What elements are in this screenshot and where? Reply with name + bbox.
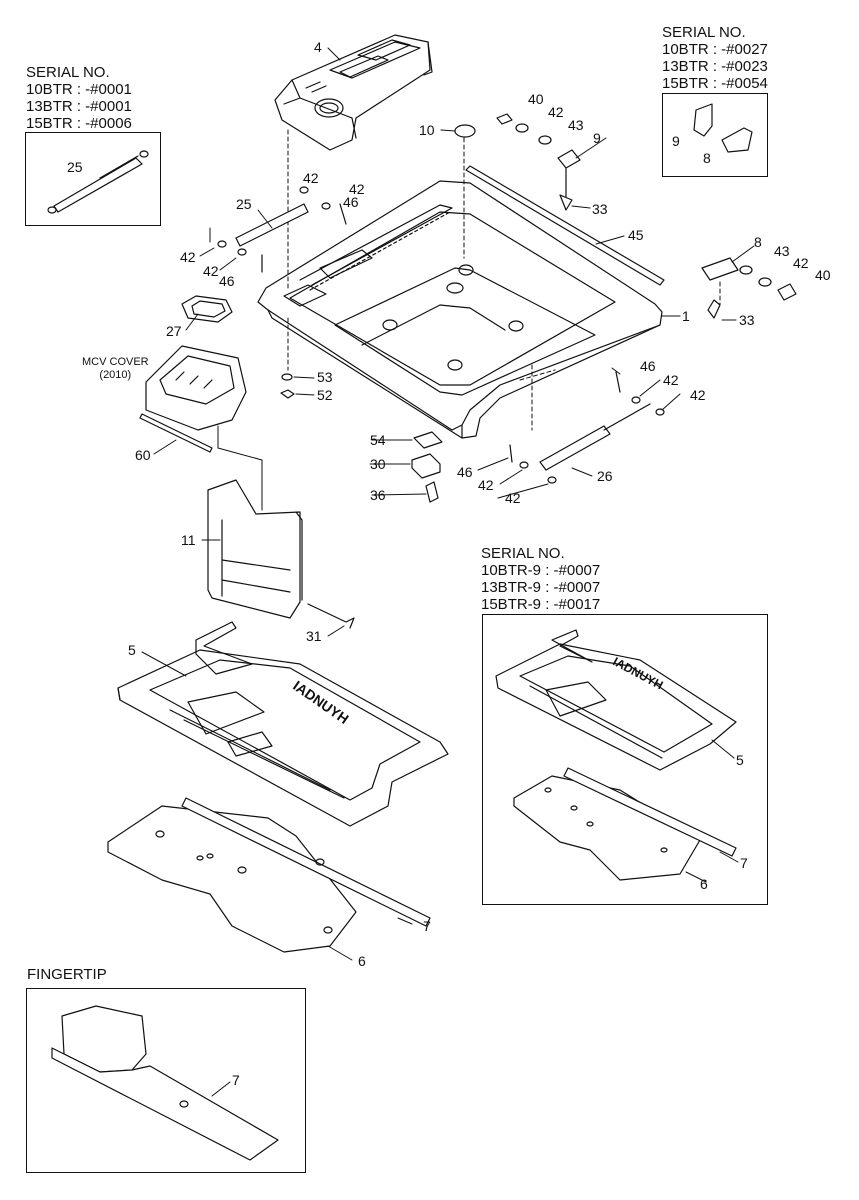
callout-7: 7 bbox=[740, 855, 748, 871]
callout-54: 54 bbox=[370, 432, 386, 448]
variant-sheet-part bbox=[513, 767, 737, 881]
callout-43: 43 bbox=[568, 117, 584, 133]
callout-53: 53 bbox=[317, 369, 333, 385]
callout-46: 46 bbox=[343, 194, 359, 210]
gas-spring-detail bbox=[47, 150, 149, 214]
serial-line: 15BTR : -#0054 bbox=[662, 75, 768, 92]
callout-30: 30 bbox=[370, 456, 386, 472]
serial-line: 13BTR : -#0023 bbox=[662, 58, 768, 75]
callout-8: 8 bbox=[703, 150, 711, 166]
fingertip-detail-parts bbox=[51, 1005, 279, 1161]
serial-line: 15BTR : -#0006 bbox=[26, 115, 132, 132]
callout-46: 46 bbox=[457, 464, 473, 480]
callout-8: 8 bbox=[754, 234, 762, 250]
callout-40: 40 bbox=[528, 91, 544, 107]
callout-27: 27 bbox=[166, 323, 182, 339]
serial-line: 15BTR-9 : -#0017 bbox=[481, 596, 601, 613]
callout-60: 60 bbox=[135, 447, 151, 463]
mcv-cover-label: MCV COVER (2010) bbox=[82, 356, 149, 382]
mcv-cover-part bbox=[145, 345, 247, 431]
grommet-part bbox=[181, 295, 233, 323]
serial-line: 13BTR : -#0001 bbox=[26, 98, 132, 115]
plate-part bbox=[413, 431, 443, 449]
floor-plate-part bbox=[257, 180, 663, 439]
callout-7: 7 bbox=[423, 918, 431, 934]
callout-52: 52 bbox=[317, 387, 333, 403]
callout-42: 42 bbox=[548, 104, 564, 120]
callout-leaders bbox=[141, 47, 755, 1097]
callout-36: 36 bbox=[370, 487, 386, 503]
bracket-detail-parts bbox=[693, 103, 753, 153]
callout-4: 4 bbox=[314, 39, 322, 55]
cover-panel-part bbox=[207, 479, 303, 619]
callout-25: 25 bbox=[236, 196, 252, 212]
cap-part bbox=[454, 124, 476, 138]
gas-spring-left bbox=[217, 186, 347, 273]
callout-6: 6 bbox=[700, 876, 708, 892]
callout-10: 10 bbox=[419, 122, 435, 138]
callout-43: 43 bbox=[774, 243, 790, 259]
dashboard-cover-part bbox=[274, 34, 433, 151]
callout-9: 9 bbox=[672, 133, 680, 149]
nut-part bbox=[280, 389, 295, 399]
callout-6: 6 bbox=[358, 953, 366, 969]
callout-1: 1 bbox=[682, 308, 690, 324]
strip-part bbox=[139, 413, 213, 453]
serial-block-right: SERIAL NO. 10BTR : -#0027 13BTR : -#0023… bbox=[662, 24, 768, 92]
serial-title: SERIAL NO. bbox=[662, 24, 746, 41]
callout-31: 31 bbox=[306, 628, 322, 644]
serial-line: 13BTR-9 : -#0007 bbox=[481, 579, 601, 596]
callout-45: 45 bbox=[628, 227, 644, 243]
callout-42: 42 bbox=[349, 181, 365, 197]
washer-part bbox=[281, 373, 293, 381]
callout-42: 42 bbox=[690, 387, 706, 403]
leader-connectors bbox=[209, 227, 263, 511]
serial-title: SERIAL NO. bbox=[26, 64, 110, 81]
bolt-part bbox=[425, 481, 439, 503]
callout-42: 42 bbox=[793, 255, 809, 271]
serial-title: SERIAL NO. bbox=[481, 545, 565, 562]
serial-line: 10BTR-9 : -#0007 bbox=[481, 562, 601, 579]
callout-42: 42 bbox=[303, 170, 319, 186]
callout-25: 25 bbox=[67, 159, 83, 175]
right-hardware-group bbox=[496, 113, 797, 319]
callout-26: 26 bbox=[597, 468, 613, 484]
floor-sheet-part bbox=[107, 797, 431, 953]
callout-42: 42 bbox=[180, 249, 196, 265]
mcv-cover-year: (2010) bbox=[99, 369, 132, 381]
callout-5: 5 bbox=[128, 642, 136, 658]
callout-46: 46 bbox=[640, 358, 656, 374]
variant-mat-part bbox=[495, 629, 737, 771]
callout-9: 9 bbox=[593, 130, 601, 146]
callout-numbers: 4 10 40 42 43 9 33 45 8 43 42 40 33 1 42… bbox=[67, 39, 831, 1088]
callout-40: 40 bbox=[815, 267, 831, 283]
rail-part bbox=[465, 165, 665, 286]
serial-line: 10BTR : -#0001 bbox=[26, 81, 132, 98]
callout-11: 11 bbox=[181, 532, 196, 548]
floor-mat-part bbox=[117, 621, 449, 827]
serial-line: 10BTR : -#0027 bbox=[662, 41, 768, 58]
callout-33: 33 bbox=[592, 201, 608, 217]
callout-46: 46 bbox=[219, 273, 235, 289]
fingertip-caption: FINGERTIP bbox=[27, 966, 107, 983]
mcv-cover-title: MCV COVER bbox=[82, 356, 149, 368]
serial-block-left: SERIAL NO. 10BTR : -#0001 13BTR : -#0001… bbox=[26, 64, 132, 132]
callout-42: 42 bbox=[478, 477, 494, 493]
alignment-lines bbox=[287, 129, 721, 431]
callout-33: 33 bbox=[739, 312, 755, 328]
callout-42: 42 bbox=[663, 372, 679, 388]
serial-block-lower: SERIAL NO. 10BTR-9 : -#0007 13BTR-9 : -#… bbox=[481, 545, 600, 613]
callout-42: 42 bbox=[505, 490, 521, 506]
gas-spring-right bbox=[509, 371, 665, 484]
screw-part bbox=[307, 603, 355, 629]
block-part bbox=[411, 453, 441, 479]
callout-7: 7 bbox=[232, 1072, 240, 1088]
callout-42: 42 bbox=[203, 263, 219, 279]
callout-5: 5 bbox=[736, 752, 744, 768]
